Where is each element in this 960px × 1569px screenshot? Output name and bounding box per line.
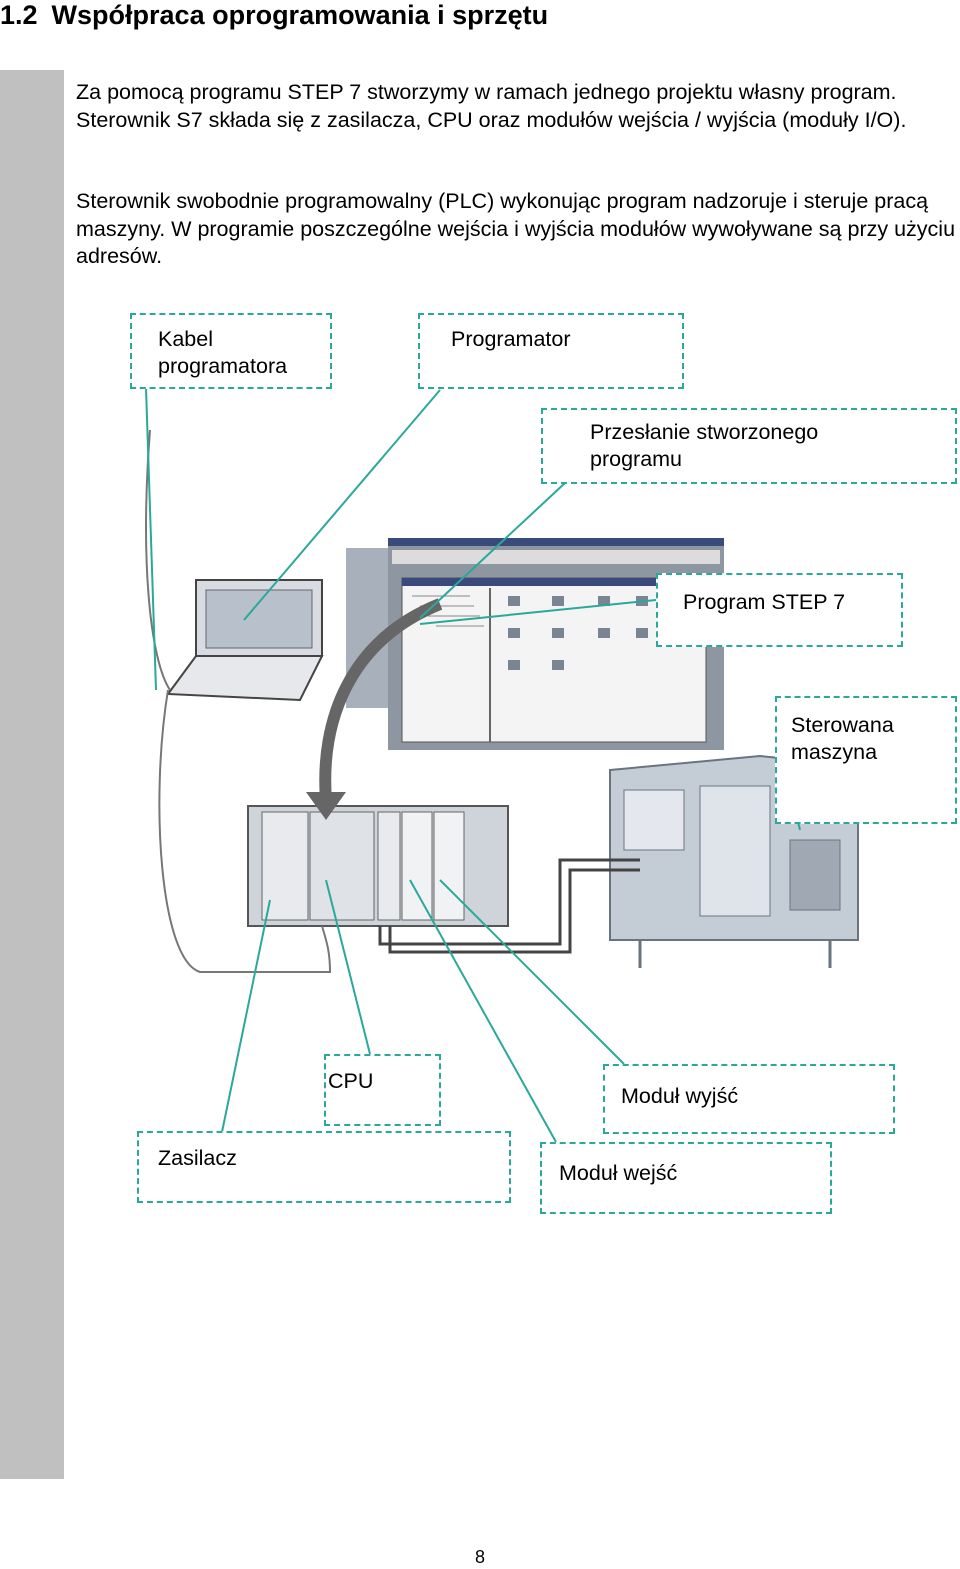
callout-output-module-label: Moduł wyjść	[621, 1084, 739, 1108]
callout-step7-program: Program STEP 7	[656, 573, 903, 647]
callout-cpu-label: CPU	[328, 1069, 374, 1093]
callout-controlled-machine: Sterowana maszyna	[775, 696, 957, 824]
section-title: Współpraca oprogramowania i sprzętu	[51, 0, 549, 30]
callout-programming-cable: Kabel programatora	[130, 313, 332, 389]
intro-paragraph: Za pomocą programu STEP 7 stworzymy w ra…	[76, 80, 907, 132]
callout-step7-program-label: Program STEP 7	[683, 590, 846, 614]
callout-program-transfer-line-1: Przesłanie stworzonego	[590, 420, 819, 444]
callout-program-transfer-line-2: programu	[590, 447, 683, 471]
callout-input-module-label: Moduł wejść	[559, 1161, 678, 1185]
callout-programmer: Programator	[418, 313, 684, 389]
callout-controlled-machine-line-2: maszyna	[791, 740, 878, 764]
plc-paragraph: Sterownik swobodnie programowalny (PLC) …	[76, 189, 956, 268]
callout-controlled-machine-line-1: Sterowana	[791, 713, 894, 737]
section-number: 1.2	[0, 0, 38, 30]
margin-sidebar	[0, 70, 64, 1479]
callout-power-supply: Zasilacz	[137, 1131, 511, 1203]
callout-programmer-label: Programator	[451, 327, 571, 351]
callout-power-supply-label: Zasilacz	[158, 1146, 237, 1170]
callout-program-transfer: Przesłanie stworzonego programu	[541, 408, 957, 484]
callout-programming-cable-line-2: programatora	[158, 354, 288, 378]
callout-input-module: Moduł wejść	[540, 1142, 832, 1214]
programmer-laptop	[145, 429, 324, 702]
callout-output-module: Moduł wyjść	[603, 1064, 895, 1134]
section-heading: 1.2 Współpraca oprogramowania i sprzętu	[0, 0, 548, 30]
callout-programming-cable-line-1: Kabel	[158, 327, 213, 351]
page-number: 8	[474, 1547, 485, 1567]
callout-cpu: CPU	[324, 1054, 441, 1126]
